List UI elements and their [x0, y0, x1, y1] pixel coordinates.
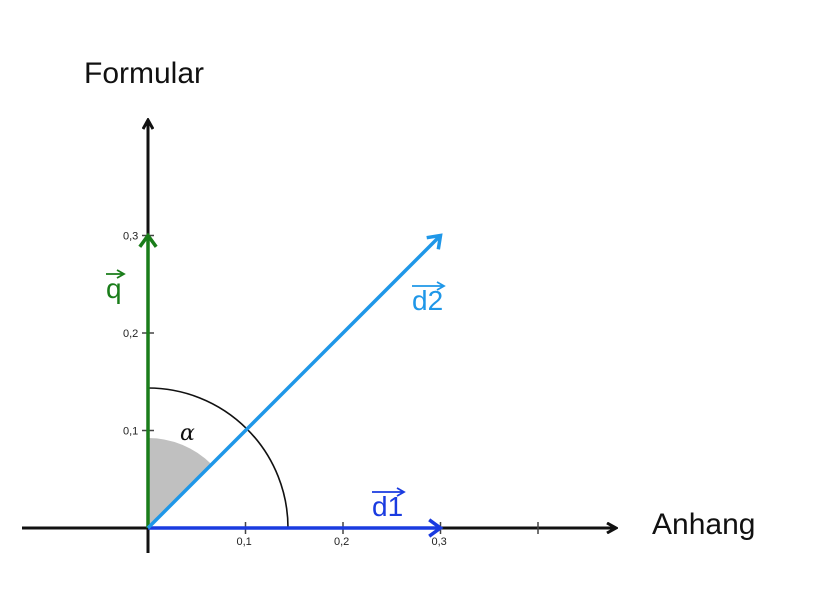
- y-tick-label: 0,2: [123, 328, 138, 340]
- vector-d2: d2: [146, 233, 446, 530]
- y-tick-label: 0,1: [123, 426, 138, 438]
- vector-d1-arrowhead: [428, 518, 444, 538]
- vector-q-overarrow: [106, 269, 126, 279]
- x-tick-label: 0,2: [334, 536, 349, 548]
- x-axis-title: Anhang: [652, 508, 755, 541]
- vector-d2-line: [146, 234, 442, 530]
- vector-d2-overarrow: [412, 281, 446, 291]
- angle-alpha-sector: [148, 438, 212, 528]
- y-tick-label: 0,3: [123, 231, 138, 243]
- vector-q: q: [106, 232, 158, 528]
- axis-ticks: 0,1 0,2 0,3 0,1 0,2 0,3: [123, 231, 539, 548]
- x-tick-label: 0,3: [432, 536, 447, 548]
- x-tick-label: 0,1: [237, 536, 252, 548]
- vector-d1: d1: [148, 487, 444, 538]
- vector-q-arrowhead: [138, 232, 158, 248]
- vector-d2-arrowhead: [426, 233, 443, 250]
- y-axis-title: Formular: [84, 57, 204, 90]
- angle-alpha-label: α: [180, 421, 195, 446]
- vector-d1-overarrow: [372, 487, 406, 497]
- vector-q-label: q: [106, 273, 122, 304]
